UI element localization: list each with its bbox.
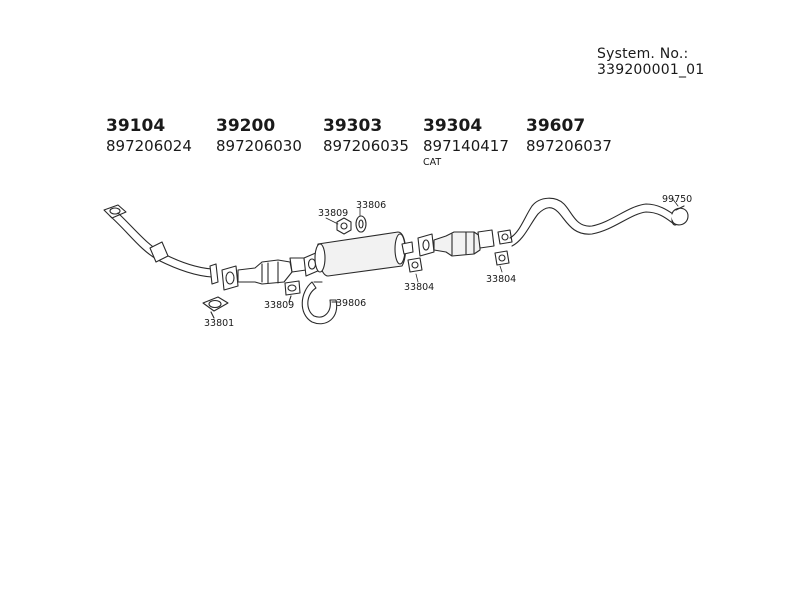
pipe-39200 bbox=[237, 257, 307, 285]
part-note: CAT bbox=[423, 157, 442, 168]
callout-33804-left: 33804 bbox=[404, 282, 434, 293]
callout-33806: 33806 bbox=[356, 200, 386, 211]
part-number: 39304 bbox=[423, 116, 483, 136]
front-pipe bbox=[103, 204, 219, 285]
tail-pipe-39607 bbox=[509, 197, 679, 247]
system-number: System. No.: 339200001_01 bbox=[597, 46, 705, 78]
gasket-33804-left bbox=[407, 257, 423, 273]
clamp-99750 bbox=[671, 205, 689, 226]
part-number: 39607 bbox=[526, 116, 586, 136]
gasket-33809-upper bbox=[336, 217, 352, 235]
part-number: 39303 bbox=[323, 116, 383, 136]
oe-number: 897206030 bbox=[216, 137, 302, 155]
silencer-39303 bbox=[303, 231, 414, 277]
callout-39806: 39806 bbox=[336, 298, 366, 309]
catalytic-converter-39304 bbox=[417, 229, 495, 257]
callout-33801: 33801 bbox=[204, 318, 234, 329]
callout-33809-lower: 33809 bbox=[264, 300, 294, 311]
leader-lines bbox=[325, 197, 679, 283]
oe-number: 897140417 bbox=[423, 137, 509, 155]
part-39607: 39607 897206037 bbox=[526, 116, 612, 156]
oe-number: 897206035 bbox=[323, 137, 409, 155]
part-39304: 39304 897140417 CAT bbox=[423, 116, 509, 169]
gasket-33809-lower bbox=[284, 280, 301, 303]
gasket-33806 bbox=[355, 215, 367, 233]
oe-number: 897206037 bbox=[526, 137, 612, 155]
oe-number: 897206024 bbox=[106, 137, 192, 155]
part-39104: 39104 897206024 bbox=[106, 116, 192, 156]
gasket-33804-right bbox=[494, 229, 513, 266]
part-39303: 39303 897206035 bbox=[323, 116, 409, 156]
callout-99750: 99750 bbox=[662, 194, 692, 205]
clamp-39806 bbox=[301, 281, 339, 325]
gasket-33801 bbox=[202, 296, 229, 319]
part-number: 39104 bbox=[106, 116, 166, 136]
part-number: 39200 bbox=[216, 116, 276, 136]
callout-33809-upper: 33809 bbox=[318, 208, 348, 219]
part-39200: 39200 897206030 bbox=[216, 116, 302, 156]
callout-33804-right: 33804 bbox=[486, 274, 516, 285]
flange-gasket bbox=[221, 265, 239, 291]
